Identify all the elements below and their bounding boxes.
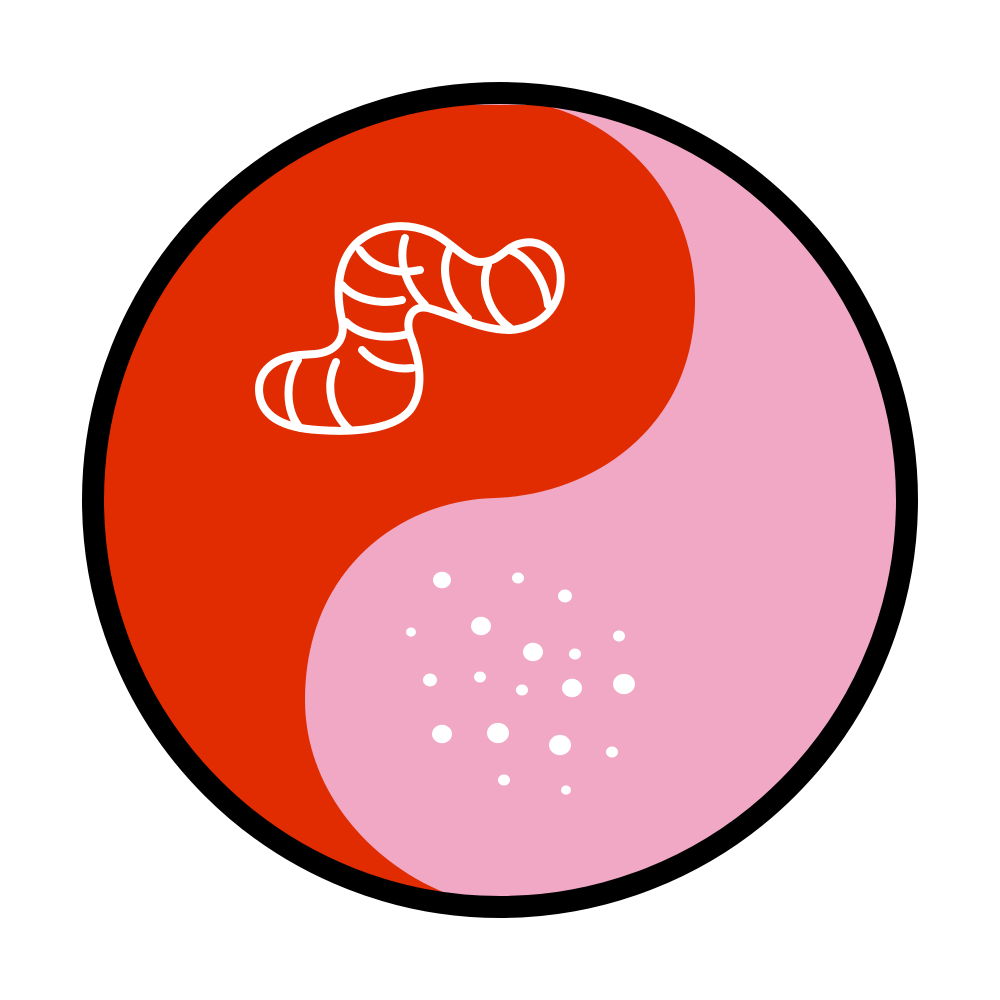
worm-icon [255,222,565,435]
dot [512,572,524,584]
dot [558,589,572,603]
dot [569,648,581,660]
dot [613,630,625,642]
dot [406,627,416,637]
dot [613,673,635,695]
dot [471,616,491,636]
dot [432,724,452,744]
dot [433,571,451,589]
dot [562,678,582,698]
dot [523,642,543,662]
dot [549,734,571,756]
dot [516,684,528,696]
outer-ring [82,82,918,918]
dots-icon [406,571,635,795]
dot [423,673,437,687]
dot [474,671,486,683]
dot [487,722,509,744]
dot [561,785,571,795]
dot [498,774,510,786]
dot [606,746,618,758]
